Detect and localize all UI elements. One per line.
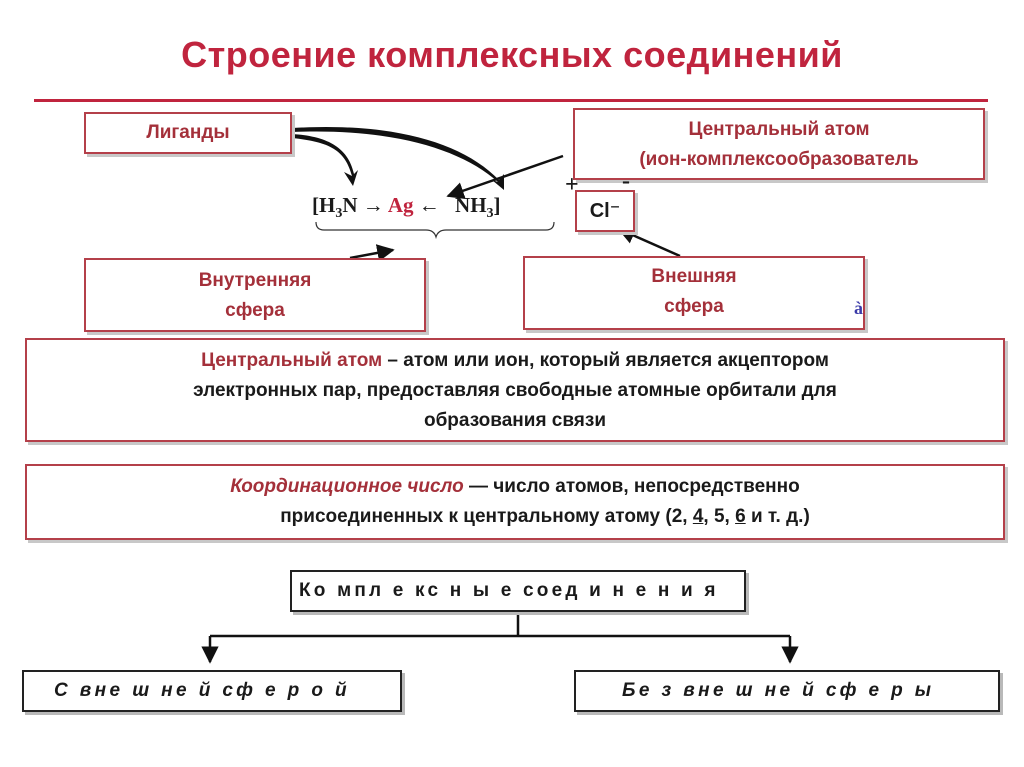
outer-sphere-arrow (617, 227, 681, 258)
formula-arrow-right: → (362, 193, 384, 217)
without-outer-sphere-label: Бе з вне ш не й сф е р ы (622, 680, 935, 701)
formula-close-bracket: ] (493, 193, 501, 217)
coordination-text-1: — число атомов, непосредственно (463, 476, 800, 497)
ligands-label: Лиганды (146, 122, 230, 143)
with-outer-sphere-box: С вне ш не й сф е р о й (22, 670, 402, 712)
formula-open-bracket: [ (312, 193, 319, 217)
outer-sphere-label-2: сфера (664, 296, 724, 317)
coordination-text-2b: , 5, (703, 506, 736, 527)
outer-sphere-box: Внешняя сфера (523, 256, 865, 330)
formula-nh-sub: 3 (486, 206, 494, 222)
coordination-text-2a: присоединенных к центральному атому (2, (280, 506, 693, 527)
stray-glyph: à (854, 298, 863, 318)
counter-ion-label: Cl⁻ (589, 200, 621, 222)
formula-h-sub: 3 (335, 206, 343, 222)
central-atom-label-1: Центральный атом (688, 119, 870, 140)
central-atom-box: Центральный атом (ион-комплексообразоват… (573, 108, 985, 180)
inner-sphere-label-1: Внутренняя (198, 270, 312, 291)
formula-ag: Ag (387, 193, 414, 217)
ligand-arrow-to-nh3 (292, 126, 504, 190)
central-atom-text-3: образования связи (423, 410, 607, 431)
inner-sphere-arrow (349, 244, 395, 262)
formula-n: N (342, 193, 358, 217)
counter-ion-box: Cl⁻ (575, 190, 635, 232)
page-title: Строение комплексных соединений (181, 34, 843, 75)
coordination-number-4: 4 (692, 506, 704, 527)
complex-compounds-box: Ко мпл е кс н ы е соед и н е н и я (290, 570, 746, 612)
central-atom-definition: Центральный атом – атом или ион, который… (25, 338, 1005, 442)
complex-compounds-label: Ко мпл е кс н ы е соед и н е н и я (299, 580, 719, 601)
coordination-number-6: 6 (735, 506, 746, 527)
formula-h: H (319, 193, 336, 217)
coordination-text-2c: и т. д.) (745, 506, 810, 527)
inner-sphere-box: Внутренняя сфера (84, 258, 426, 332)
formula-arrow-left: ← (418, 193, 440, 217)
minus-charge: - (622, 168, 630, 194)
without-outer-sphere-box: Бе з вне ш не й сф е р ы (574, 670, 1000, 712)
title-underline (34, 99, 988, 102)
complex-formula: [H3N → Ag ← NH3] (312, 193, 501, 222)
central-atom-arrow (446, 154, 564, 200)
ligands-box: Лиганды (84, 112, 292, 154)
outer-sphere-label-1: Внешняя (651, 266, 737, 287)
coordination-term: Координационное число (230, 476, 464, 497)
inner-sphere-label-2: сфера (225, 300, 285, 321)
ligand-arrow-to-h3n (292, 134, 358, 186)
central-atom-text-2: электронных пар, предоставляя свободные … (193, 380, 837, 401)
formula-nh: NH (455, 193, 487, 217)
with-outer-sphere-label: С вне ш не й сф е р о й (54, 680, 351, 701)
inner-sphere-brace (315, 221, 555, 240)
central-atom-label-2: (ион-комплексообразователь (639, 149, 919, 170)
coordination-number-definition: Координационное число — число атомов, не… (25, 464, 1005, 540)
central-atom-text-1: – атом или ион, который является акцепто… (382, 350, 829, 371)
central-atom-term: Центральный атом (201, 350, 383, 371)
